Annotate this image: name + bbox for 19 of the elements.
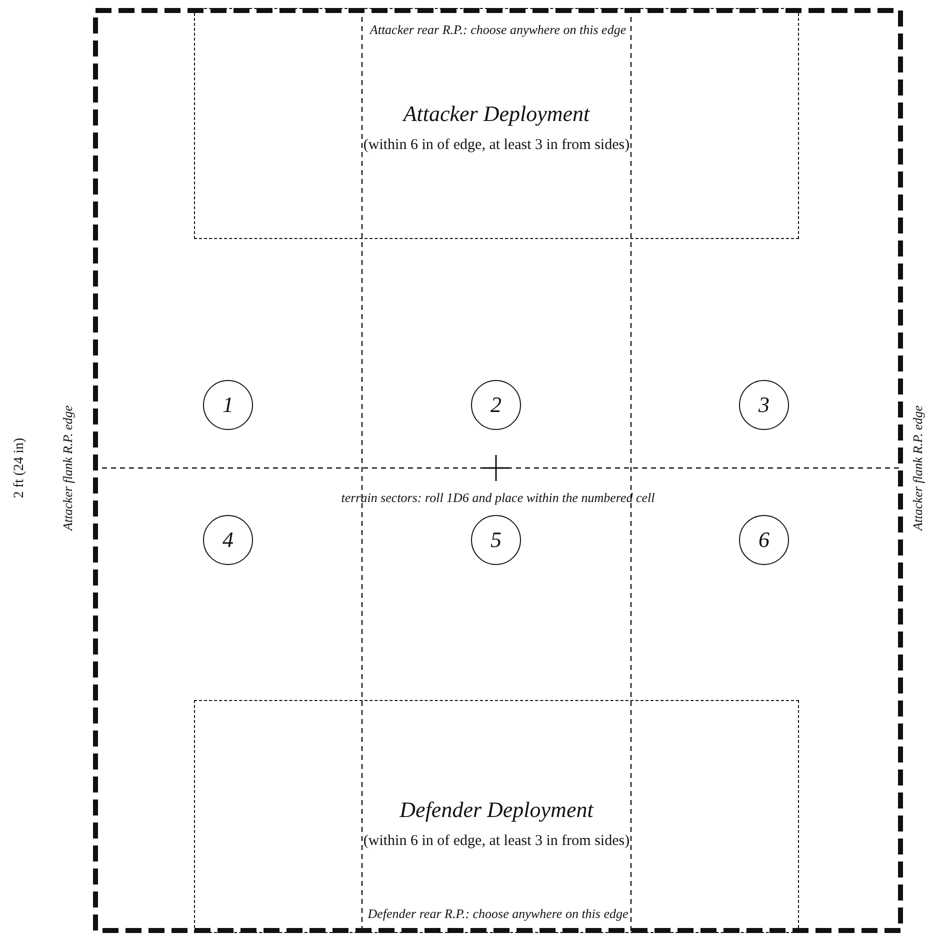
sector-number-circle: 2 [471, 380, 521, 430]
zone-title: Attacker Deployment [403, 101, 590, 127]
sector-number-circle: 6 [739, 515, 789, 565]
game-table-outline [93, 8, 903, 933]
edge-note: Defender rear R.P.: choose anywhere on this edge [368, 906, 628, 922]
edge-note: Attacker flank R.P. edge [60, 405, 76, 531]
sector-number-circle: 3 [739, 380, 789, 430]
edge-note: Attacker flank R.P. edge [910, 405, 926, 531]
sector-number-circle: 5 [471, 515, 521, 565]
zone-subtitle: (within 6 in of edge, at least 3 in from sides) [363, 137, 630, 154]
edge-note: Attacker rear R.P.: choose anywhere on this edge [370, 22, 626, 38]
zone-title: Defender Deployment [400, 797, 594, 823]
sector-number-circle: 4 [203, 515, 253, 565]
deployment-zone [194, 700, 799, 933]
sector-note: terrain sectors: roll 1D6 and place within the numbered cell [341, 490, 655, 506]
zone-subtitle: (within 6 in of edge, at least 3 in from sides) [363, 833, 630, 850]
dimension-label: 2 ft (24 in) [12, 438, 28, 498]
sector-number-circle: 1 [203, 380, 253, 430]
deployment-zone [194, 8, 799, 239]
